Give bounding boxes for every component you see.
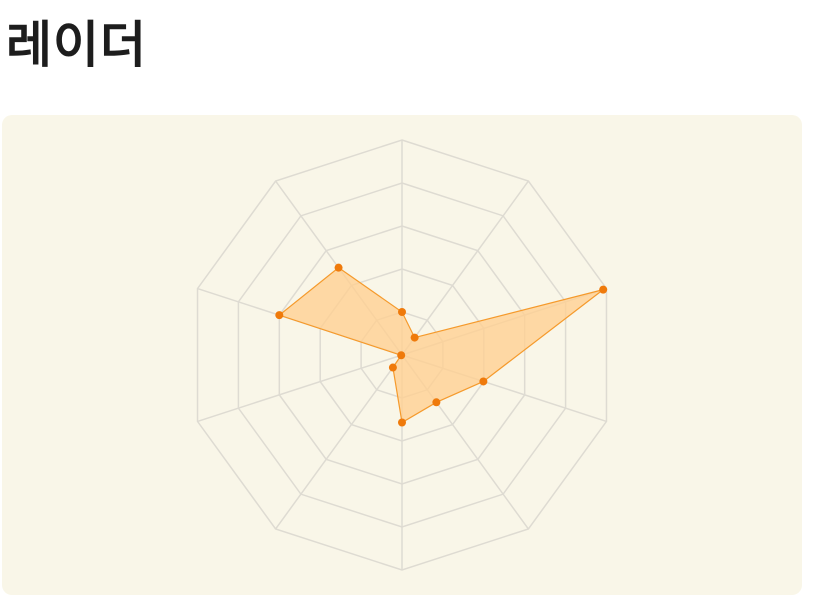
radar-axis-line xyxy=(275,354,403,530)
radar-chart xyxy=(196,139,608,571)
radar-data-point xyxy=(334,263,343,272)
radar-data-point xyxy=(398,418,406,427)
radar-data-point xyxy=(275,311,284,320)
radar-data-point xyxy=(410,333,419,342)
radar-data-point xyxy=(397,351,406,360)
radar-data-point xyxy=(398,308,406,316)
radar-data-point xyxy=(388,363,397,372)
radar-data-point xyxy=(479,377,488,386)
radar-series-area xyxy=(278,266,604,424)
radar-axis-line xyxy=(401,180,529,356)
radar-points xyxy=(275,263,608,427)
radar-axis-line xyxy=(197,354,403,423)
radar-data-point xyxy=(599,285,608,294)
radar-chart-card xyxy=(2,115,802,595)
radar-data-point xyxy=(432,398,441,407)
page-title: 레이더 xyxy=(6,16,147,74)
radar-series xyxy=(278,266,604,424)
